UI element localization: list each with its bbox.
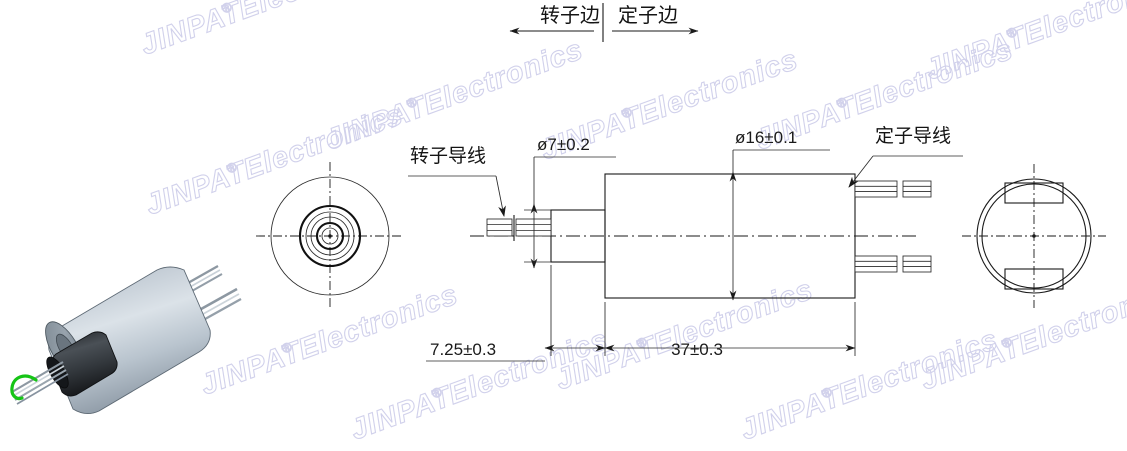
stator-wire-bundle-upper: [854, 180, 932, 198]
stator-wire-label: 定子导线: [875, 125, 951, 147]
outer-circle: [270, 176, 390, 296]
ring-4: [321, 227, 339, 245]
shaft-diameter-text: ø7±0.2: [537, 135, 590, 154]
ring-outer-thick: [298, 204, 362, 268]
callout-leader: [848, 155, 874, 188]
length-dimensions: 7.25±0.3 37±0.3: [426, 265, 856, 362]
watermark-registered: ®: [219, 0, 234, 16]
watermark-suffix: Electronics: [419, 34, 587, 121]
watermark-suffix: Electronics: [1019, 0, 1127, 51]
rotor-wire-seg-a: [515, 218, 552, 237]
wire-exit-top: [1004, 182, 1064, 204]
ring-2: [305, 211, 355, 261]
ring-3: [310, 216, 350, 256]
inner-circle: [981, 183, 1087, 289]
isometric-view: [10, 264, 242, 414]
callout-leader: [495, 175, 506, 217]
stator-side-label: 定子边: [618, 3, 678, 27]
body-diameter-dimension: ø16±0.1: [729, 128, 830, 301]
watermark-suffix: Electronics: [234, 0, 402, 26]
stator-wire-upper-a: [854, 180, 898, 198]
rotor-wire-callout: 转子导线: [408, 145, 506, 217]
center-point: [1032, 234, 1036, 238]
rotor-wire-label: 转子导线: [410, 145, 486, 167]
stator-wire-lower-a: [854, 255, 898, 273]
green-wire: [10, 374, 38, 401]
stator-end-view: [962, 164, 1106, 308]
rotor-side-label: 转子边: [540, 3, 600, 27]
main-section-view: 转子导线 定子导线 ø7±0.2 ø16±0.1: [408, 125, 963, 362]
rotor-end-view: [256, 162, 404, 310]
rotor-hub-face: [46, 356, 69, 389]
center-point: [328, 234, 332, 238]
rotor-cable-bundle: [11, 361, 69, 405]
shaft-diameter-dimension: ø7±0.2: [524, 135, 616, 269]
body-diameter-text: ø16±0.1: [735, 128, 797, 147]
rotor-wire-seg-b: [486, 218, 513, 237]
shaft-length-text: 7.25±0.3: [430, 340, 496, 359]
rotor-wire-bundle: [486, 215, 552, 241]
stator-wire-lower-b: [902, 255, 932, 273]
stator-wire-upper-b: [902, 180, 932, 198]
outer-circle: [976, 178, 1092, 294]
wire-exit-bottom: [1004, 268, 1064, 290]
watermark-suffix: Electronics: [1014, 274, 1127, 361]
side-labels: 转子边 定子边: [509, 3, 699, 42]
body-length-text: 37±0.3: [671, 340, 723, 359]
ring-inner-thick: [315, 221, 345, 251]
stator-wire-callout: 定子导线: [848, 125, 963, 188]
stator-wire-bundle-lower: [854, 255, 932, 273]
